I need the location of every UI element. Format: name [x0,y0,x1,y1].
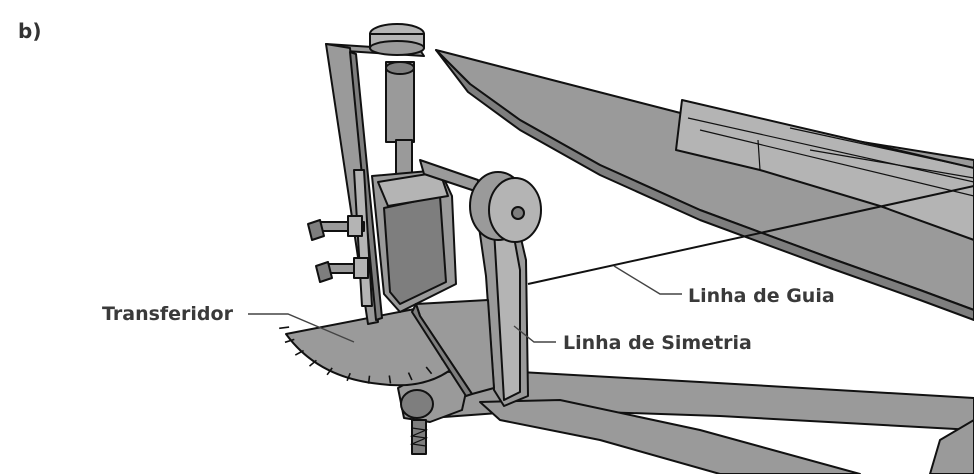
guide-line-wire [527,185,974,285]
protractor-tick [388,375,392,384]
leaders [248,265,682,343]
panel-label: b) [18,19,41,43]
bolt-upper [307,215,365,241]
bolt-lower [315,257,369,283]
protractor-tick [308,359,317,367]
protractor-tick [326,367,333,376]
protractor-tick [425,366,433,375]
symmetry-line-label: Linha de Simetria [563,332,752,354]
symmetry-frame [411,171,542,407]
wing [435,49,974,321]
protractor-tick [284,338,295,344]
symmetry-line-leader [513,325,556,343]
protractor-tick [346,372,351,382]
protractor-leader [248,313,355,343]
guide-line-leader [613,265,682,295]
protractor-tick [294,349,304,356]
protractor-tick [279,326,290,330]
protractor-tick [367,375,371,384]
guide-line-label: Linha de Guia [688,285,835,307]
protractor-tick [407,372,413,381]
protractor-label: Transferidor [102,303,234,325]
base-frame [397,369,974,474]
vertical-stand [307,23,479,325]
